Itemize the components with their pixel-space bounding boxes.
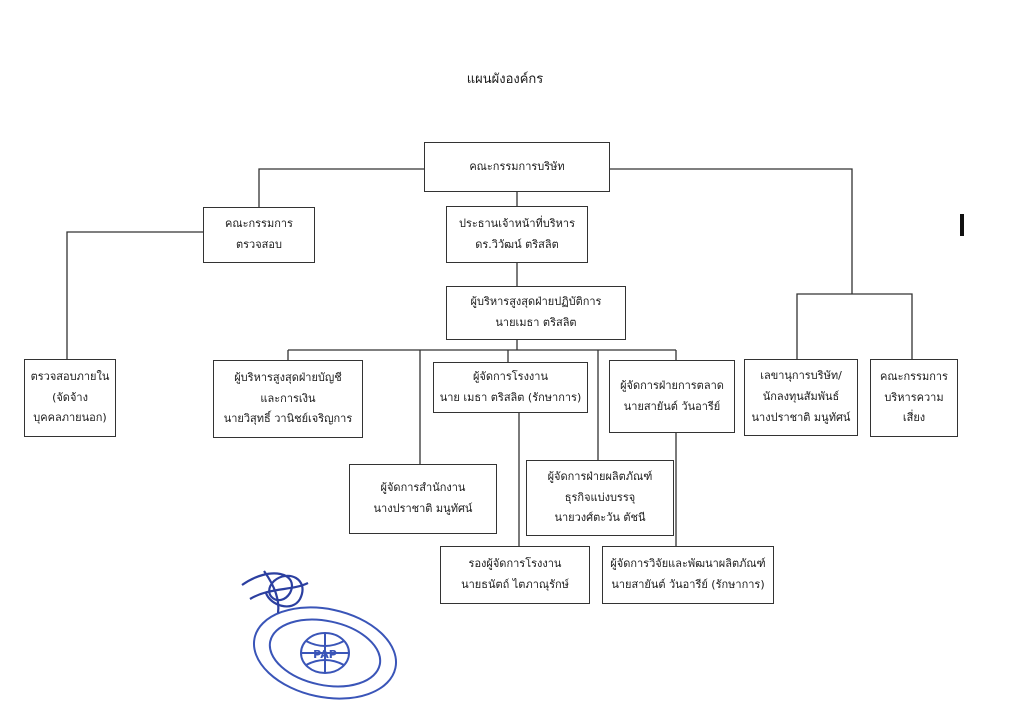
company-secretary-line2: นักลงทุนสัมพันธ์	[762, 390, 840, 404]
internal-audit-line3: บุคคลภายนอก)	[33, 411, 107, 425]
connector-audit-internal	[66, 231, 203, 359]
internal-audit-line1: ตรวจสอบภายใน	[30, 369, 110, 383]
ceo-name: ดร.วิวัฒน์ ตริสลิต	[475, 237, 559, 251]
ceo-box: ประธานเจ้าหน้าที่บริหาร ดร.วิวัฒน์ ตริสล…	[446, 206, 588, 263]
risk-committee-box: คณะกรรมการ บริหารความ เสี่ยง	[870, 359, 958, 437]
deputy-plant-manager-name: นายธนัตถ์ ไตภาณุรักษ์	[461, 578, 569, 591]
cfo-line1: ผู้บริหารสูงสุดฝ่ายบัญชี	[234, 370, 342, 384]
marketing-manager-title: ผู้จัดการฝ่ายการตลาด	[620, 378, 724, 392]
stamp-monogram: PAP	[313, 648, 337, 661]
board-label: คณะกรรมการบริษัท	[469, 159, 565, 173]
cfo-name: นายวิสุทธิ์ วานิชย์เจริญการ	[223, 412, 353, 426]
plant-manager-title: ผู้จัดการโรงงาน	[472, 369, 549, 383]
plant-manager-name: นาย เมธา ตริสลิต (รักษาการ)	[439, 390, 582, 404]
audit-committee-box: คณะกรรมการ ตรวจสอบ	[203, 207, 315, 263]
connector-board-audit	[258, 168, 424, 207]
internal-audit-box: ตรวจสอบภายใน (จัดจ้าง บุคคลภายนอก)	[24, 359, 116, 437]
company-secretary-name: นางปราชาติ มนูทัศน์	[751, 410, 851, 424]
marketing-manager-box: ผู้จัดการฝ่ายการตลาด นายสายันต์ วันอารีย…	[609, 360, 735, 433]
risk-committee-line3: เสี่ยง	[902, 411, 926, 425]
internal-audit-line2: (จัดจ้าง	[52, 390, 88, 404]
deputy-plant-manager-title: รองผู้จัดการโรงงาน	[468, 557, 562, 571]
ceo-title: ประธานเจ้าหน้าที่บริหาร	[458, 216, 575, 230]
connector-right-bracket	[796, 293, 913, 359]
coo-box: ผู้บริหารสูงสุดฝ่ายปฏิบัติการ นายเมธา ตร…	[446, 286, 626, 340]
marketing-manager-name: นายสายันต์ วันอารีย์	[623, 399, 721, 413]
plant-manager-box: ผู้จัดการโรงงาน นาย เมธา ตริสลิต (รักษาก…	[433, 362, 588, 413]
rnd-manager-name: นายสายันต์ วันอารีย์ (รักษาการ)	[611, 578, 765, 591]
rnd-manager-title: ผู้จัดการวิจัยและพัฒนาผลิตภัณฑ์	[610, 557, 766, 571]
scan-margin-mark	[960, 214, 964, 236]
repacking-manager-box: ผู้จัดการฝ่ายผลิตภัณฑ์ ธุรกิจแบ่งบรรจุ น…	[526, 460, 674, 536]
risk-committee-line2: บริหารความ	[884, 390, 944, 404]
company-seal-stamp: PAP	[241, 570, 398, 700]
connector-board-right	[610, 168, 853, 294]
audit-committee-line1: คณะกรรมการ	[225, 217, 293, 231]
repacking-manager-line2: ธุรกิจแบ่งบรรจุ	[564, 490, 636, 504]
office-manager-name: นางปราชาติ มนูทัศน์	[373, 502, 473, 515]
audit-committee-line2: ตรวจสอบ	[236, 238, 282, 251]
company-secretary-box: เลขานุการบริษัท/ นักลงทุนสัมพันธ์ นางปรา…	[744, 359, 858, 436]
office-manager-title: ผู้จัดการสำนักงาน	[380, 481, 466, 495]
company-secretary-line1: เลขานุการบริษัท/	[760, 369, 842, 383]
repacking-manager-name: นายวงศ์ตะวัน ตัชนี	[554, 511, 646, 525]
office-manager-box: ผู้จัดการสำนักงาน นางปราชาติ มนูทัศน์	[349, 464, 497, 534]
chart-title: แผนผังองค์กร	[466, 72, 544, 87]
cfo-box: ผู้บริหารสูงสุดฝ่ายบัญชี และการเงิน นายว…	[213, 360, 363, 438]
coo-title: ผู้บริหารสูงสุดฝ่ายปฏิบัติการ	[470, 295, 602, 309]
board-box: คณะกรรมการบริษัท	[424, 142, 610, 192]
cfo-line2: และการเงิน	[260, 391, 316, 405]
rnd-manager-box: ผู้จัดการวิจัยและพัฒนาผลิตภัณฑ์ นายสายัน…	[602, 546, 774, 604]
deputy-plant-manager-box: รองผู้จัดการโรงงาน นายธนัตถ์ ไตภาณุรักษ์	[440, 546, 590, 604]
risk-committee-line1: คณะกรรมการ	[880, 369, 948, 383]
repacking-manager-line1: ผู้จัดการฝ่ายผลิตภัณฑ์	[547, 469, 653, 483]
coo-name: นายเมธา ตริสลิต	[495, 316, 577, 329]
